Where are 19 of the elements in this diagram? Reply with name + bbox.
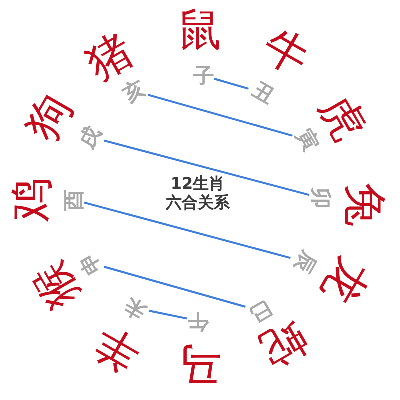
branch-character: 申 bbox=[76, 248, 104, 278]
animal-character: 马 bbox=[178, 342, 222, 386]
connector-line bbox=[104, 266, 246, 308]
connector-line bbox=[149, 310, 188, 320]
animal-character: 鼠 bbox=[178, 9, 222, 53]
branch-character: 酉 bbox=[64, 190, 84, 210]
branch-character: 巳 bbox=[246, 296, 274, 326]
branch-character: 午 bbox=[188, 310, 208, 332]
diagram-title: 12生肖六合关系 bbox=[164, 174, 231, 212]
animal-character: 鸡 bbox=[10, 178, 54, 222]
connector-line bbox=[104, 140, 310, 196]
connector-line bbox=[148, 94, 293, 137]
connector-line bbox=[84, 202, 291, 260]
branch-character: 子 bbox=[194, 66, 214, 86]
connector-line bbox=[214, 78, 249, 90]
branch-character: 卯 bbox=[310, 188, 330, 208]
animal-character: 兔 bbox=[342, 183, 386, 227]
branch-character: 辰 bbox=[290, 248, 320, 276]
branch-character: 丑 bbox=[248, 78, 278, 108]
